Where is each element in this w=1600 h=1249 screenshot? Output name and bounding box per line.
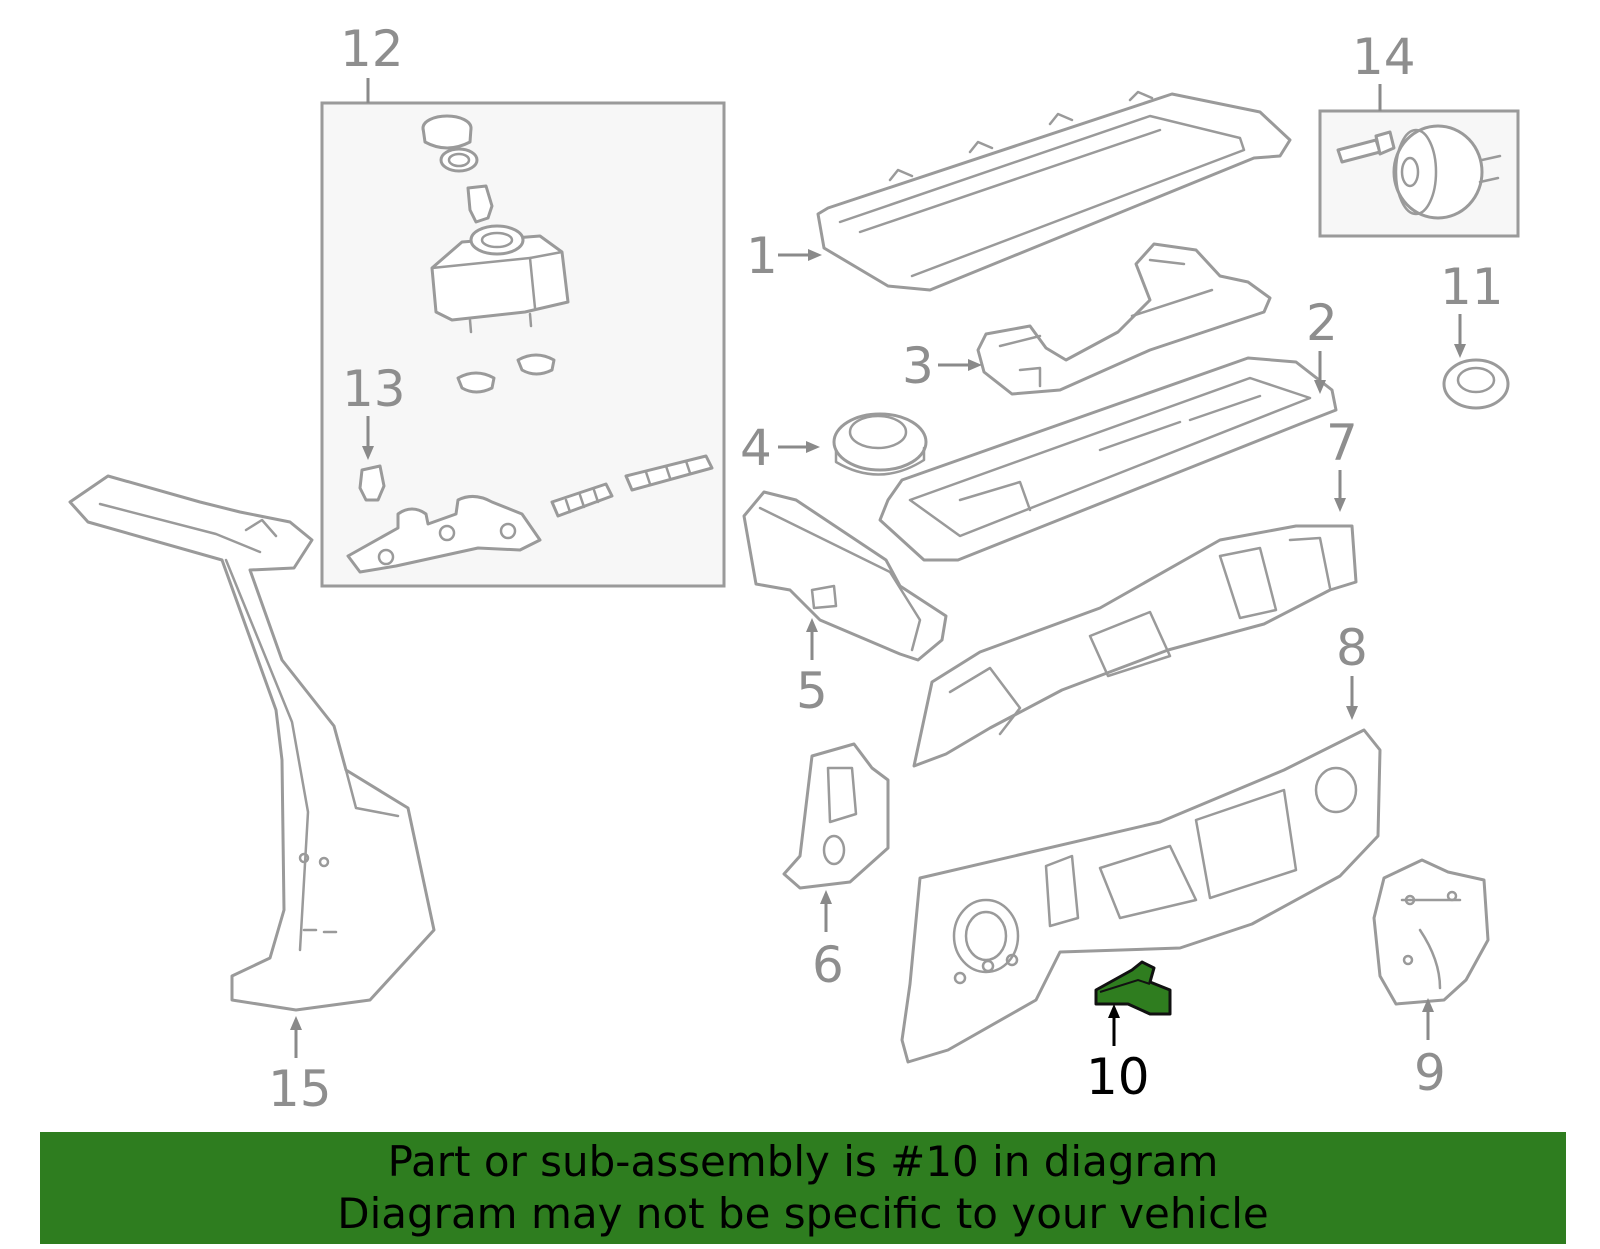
callout-4: 4 [740,419,772,477]
callout-2: 2 [1306,294,1338,352]
part-12-box [320,101,726,588]
part-3-cowl-bracket[interactable] [976,242,1272,396]
callout-6: 6 [812,936,844,994]
part-13-sensor[interactable] [358,464,386,502]
leader-lines [290,78,1466,1058]
callout-labels: 1 2 3 4 5 6 7 8 9 10 11 12 13 14 15 [268,20,1504,1118]
callout-10-highlighted: 10 [1086,1048,1150,1106]
callout-8: 8 [1336,619,1368,677]
banner-line-disclaimer: Diagram may not be specific to your vehi… [337,1189,1269,1238]
callout-12: 12 [340,20,404,78]
info-banner: Part or sub-assembly is #10 in diagram D… [40,1132,1566,1244]
part-1-cowl-top-panel[interactable] [816,90,1292,292]
callout-1: 1 [746,227,778,285]
part-8-dash-panel[interactable] [900,728,1382,1064]
part-12-master-cylinder-group[interactable] [320,101,726,588]
part-15-pillar[interactable] [68,474,436,1012]
callout-14: 14 [1352,28,1416,86]
callout-9: 9 [1414,1044,1446,1102]
part-11-grommet[interactable] [1442,358,1510,410]
banner-line-part-number: Part or sub-assembly is #10 in diagram [387,1137,1219,1186]
callout-7: 7 [1326,414,1358,472]
part-6-bracket[interactable] [782,742,890,890]
part-14-brake-booster-group[interactable] [1318,109,1520,238]
part-9-plate[interactable] [1372,858,1490,1006]
callout-11: 11 [1440,258,1504,316]
part-2-cowl-panel[interactable] [878,356,1338,562]
part-5-side-member[interactable] [742,490,948,662]
callout-13: 13 [342,360,406,418]
part-4-plug[interactable] [832,412,928,476]
callout-5: 5 [796,662,828,720]
callout-3: 3 [902,337,934,395]
callout-15: 15 [268,1060,332,1118]
part-10-highlighted[interactable] [1094,960,1172,1016]
part-7-dash-panel-upper[interactable] [912,524,1358,768]
